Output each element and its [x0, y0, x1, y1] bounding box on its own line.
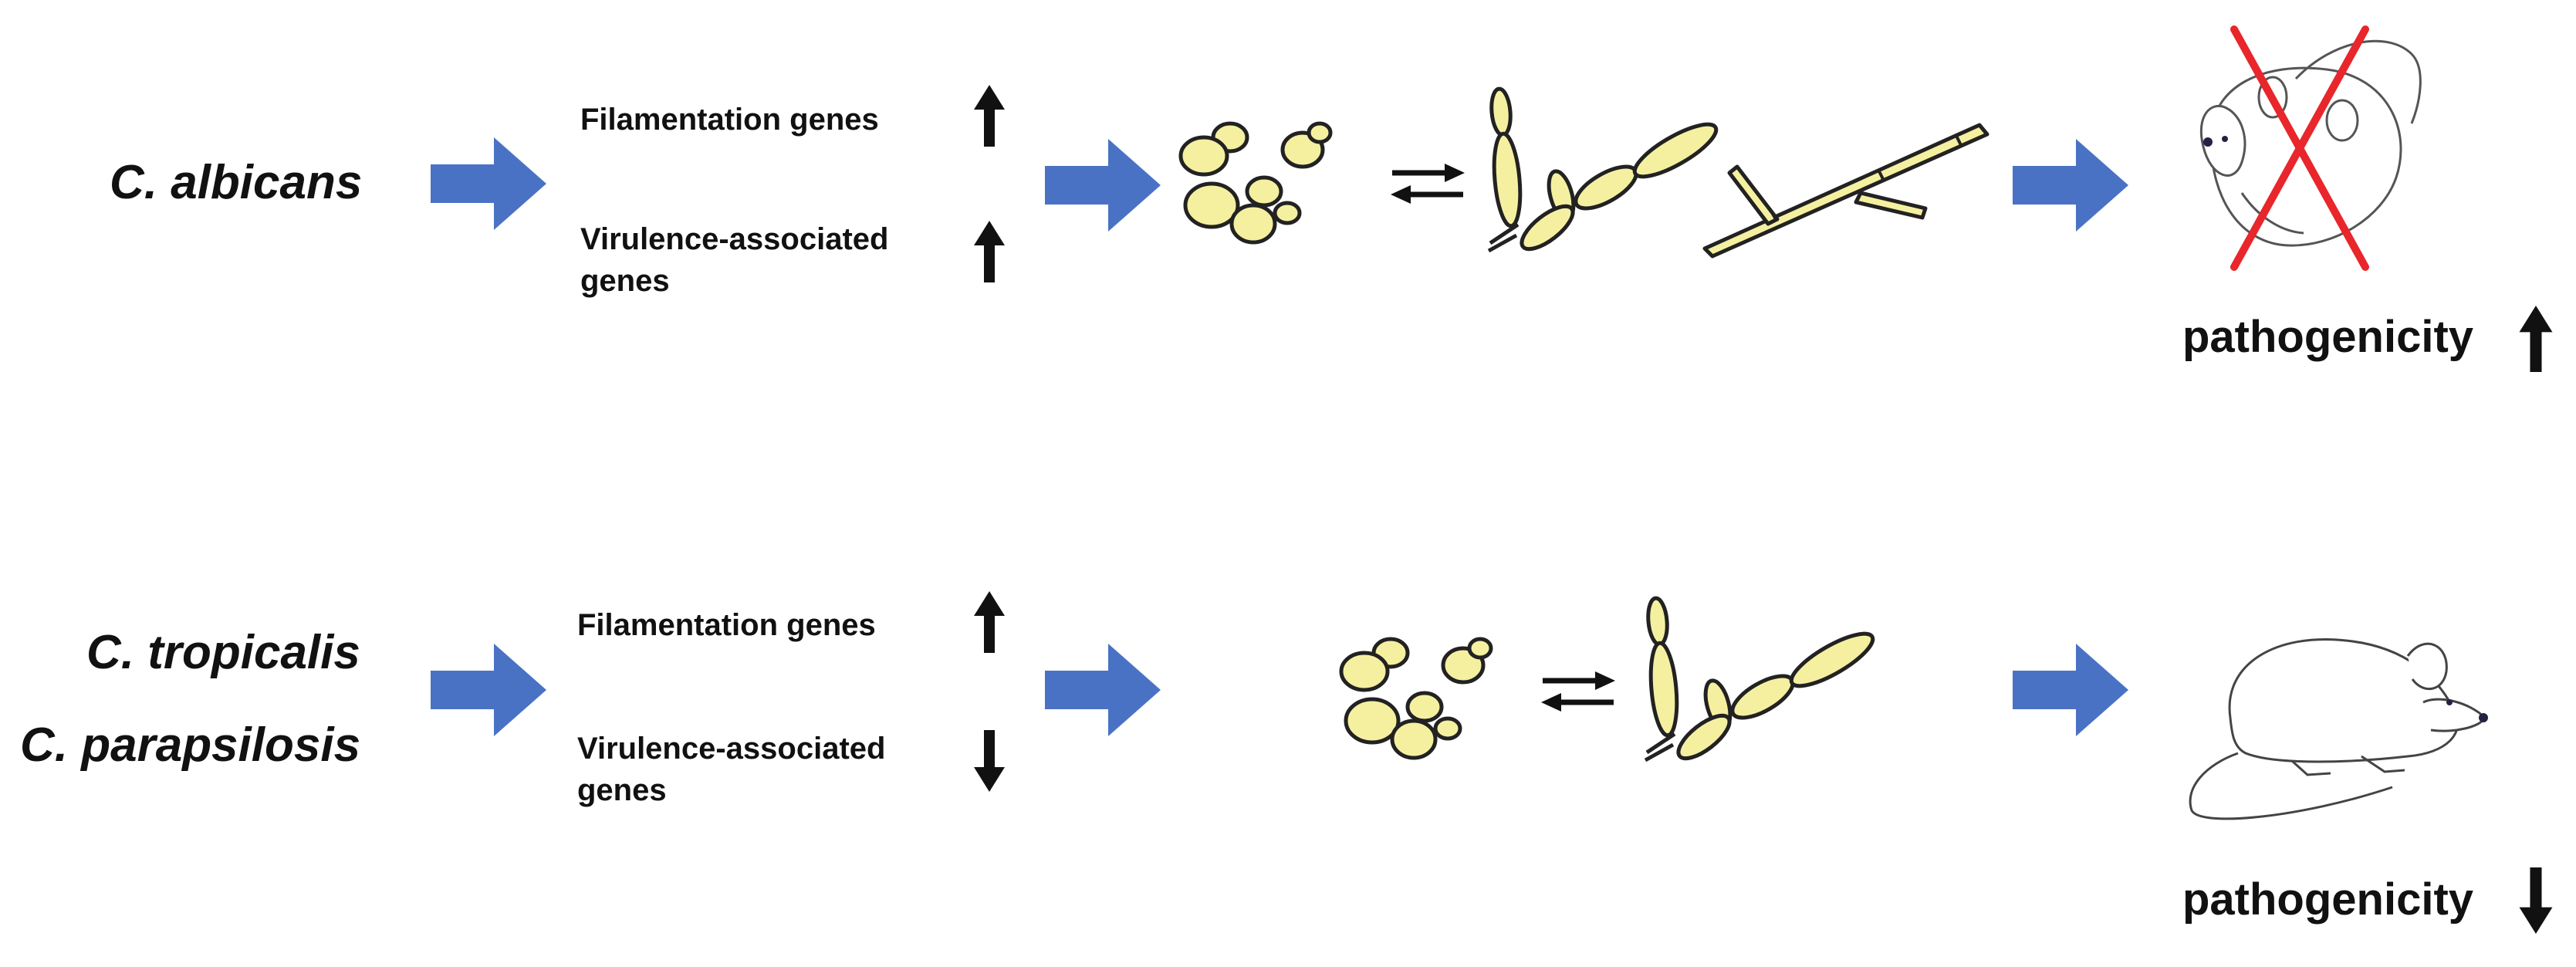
yeast-cells-icon — [1178, 121, 1333, 245]
blue-flow-arrow-icon — [1045, 644, 1161, 736]
species-label-tropicalis: C. tropicalis — [86, 626, 360, 679]
hyphae-icon — [1702, 123, 1989, 259]
blue-flow-arrow-icon — [2013, 644, 2128, 736]
up-arrow-icon — [974, 221, 1005, 282]
species-label-parapsilosis: C. parapsilosis — [20, 718, 361, 772]
pseudohyphae-icon — [1487, 86, 1719, 253]
pathogenicity-label-top: pathogenicity — [2182, 312, 2474, 362]
up-arrow-icon — [974, 85, 1005, 147]
up-arrow-icon — [2519, 306, 2553, 372]
pseudohyphae-icon — [1644, 596, 1875, 762]
blue-flow-arrow-icon — [2013, 139, 2128, 232]
virulence-genes-label-line1: Virulence-associated — [580, 222, 889, 256]
down-arrow-icon — [2519, 867, 2553, 934]
yeast-cells-icon — [1339, 637, 1493, 760]
virulence-genes-label-line1: Virulence-associated — [577, 732, 886, 766]
mouse-icon — [2189, 638, 2488, 820]
filamentation-genes-label: Filamentation genes — [580, 103, 879, 137]
down-arrow-icon — [974, 730, 1005, 792]
virulence-genes-label: Virulence-associated genes — [580, 218, 888, 302]
mouse-icon — [2199, 25, 2422, 271]
blue-flow-arrow-icon — [431, 644, 546, 736]
virulence-genes-label-line2: genes — [580, 264, 670, 298]
filamentation-genes-label: Filamentation genes — [577, 608, 876, 642]
virulence-genes-label-line2: genes — [577, 773, 667, 807]
blue-flow-arrow-icon — [431, 137, 546, 230]
pathogenicity-label-bottom: pathogenicity — [2182, 874, 2474, 925]
species-label-albicans: C. albicans — [110, 156, 363, 209]
exchange-arrows-icon — [1391, 164, 1465, 204]
virulence-genes-label: Virulence-associated genes — [577, 728, 885, 811]
up-arrow-icon — [974, 591, 1005, 653]
blue-flow-arrow-icon — [1045, 139, 1161, 232]
exchange-arrows-icon — [1541, 671, 1615, 712]
